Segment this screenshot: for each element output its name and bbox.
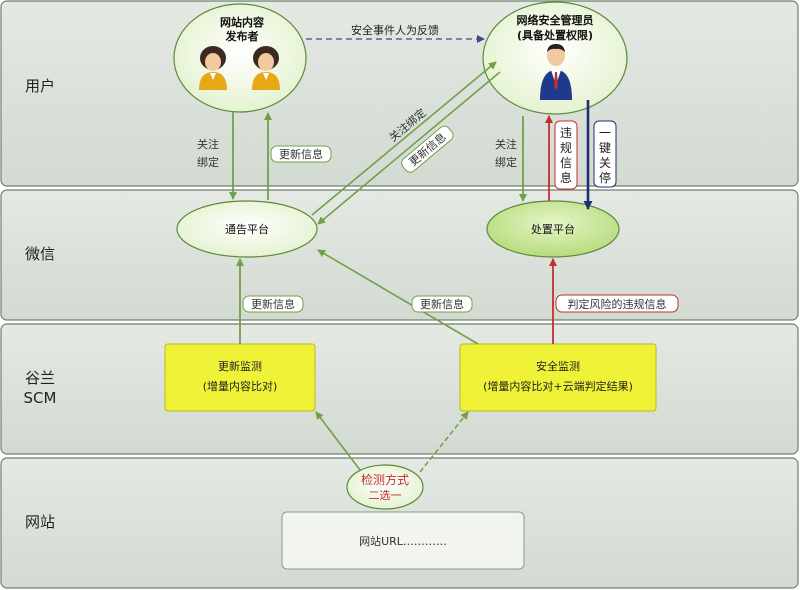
- edge-label-violation-3: 信: [560, 156, 572, 170]
- lane-label-user: 用户: [25, 77, 55, 95]
- admin-label-1: 网络安全管理员: [517, 13, 594, 27]
- edge-label-shutdown-1: 一: [599, 126, 611, 140]
- edge-label-box-risk: [555, 294, 679, 313]
- security-monitor-node[interactable]: 安全监测 (增量内容比对+云端判定结果): [459, 343, 657, 412]
- lane-label-scm-1: 谷兰: [25, 369, 55, 387]
- publisher-label-2: 发布者: [225, 29, 259, 43]
- update-monitor-node[interactable]: 更新监测 (增量内容比对): [164, 343, 316, 412]
- website-url-label: 网站URL…………: [359, 534, 447, 548]
- edge-label-follow-bind-left-2: 绑定: [197, 155, 219, 169]
- edge-label-shutdown-4: 停: [599, 170, 611, 185]
- handle-platform-node[interactable]: 处置平台: [486, 200, 620, 258]
- lane-label-website: 网站: [25, 513, 55, 531]
- edge-label-violation-2: 规: [560, 140, 572, 155]
- edge-label-update-info-mid1: 更新信息: [251, 297, 295, 311]
- admin-label-2: (具备处置权限): [517, 28, 593, 42]
- detect-method-label-1: 检测方式: [361, 472, 409, 487]
- edge-label-box: [242, 295, 304, 313]
- edge-label-update-info-mid2: 更新信息: [420, 297, 464, 311]
- publisher-person-icon: [252, 46, 280, 90]
- edge-label-follow-bind-right-1: 关注: [495, 137, 517, 151]
- admin-node[interactable]: 网络安全管理员 (具备处置权限): [482, 1, 628, 115]
- publisher-person-icon: [199, 46, 227, 90]
- admin-person-icon: [540, 44, 572, 100]
- edge-detect-to-security-monitor: [419, 411, 469, 473]
- edge-detect-to-update-monitor: [315, 411, 361, 471]
- edge-follow-bind-diag: [311, 61, 497, 216]
- lane-scm: [0, 323, 799, 455]
- edge-label-risk-info: 判定风险的违规信息: [568, 297, 667, 311]
- lane-label-wechat: 微信: [25, 245, 55, 263]
- update-monitor-label-1: 更新监测: [218, 359, 262, 373]
- edge-label-shutdown-2: 键: [599, 141, 611, 155]
- publisher-label-1: 网站内容: [220, 15, 264, 29]
- handle-platform-label: 处置平台: [531, 222, 575, 236]
- edge-security-monitor-to-notify: [317, 249, 479, 345]
- edge-label-shutdown-3: 关: [599, 156, 611, 170]
- security-monitor-label-2: (增量内容比对+云端判定结果): [483, 379, 633, 393]
- edge-label-update-info-left: 更新信息: [279, 147, 323, 161]
- detect-method-label-2: 二选一: [369, 489, 402, 502]
- edge-label-box-violation: [554, 120, 578, 190]
- notify-platform-label: 通告平台: [225, 222, 269, 236]
- edge-label-box: [401, 125, 454, 173]
- publisher-node[interactable]: 网站内容 发布者: [173, 3, 307, 113]
- security-monitor-label-1: 安全监测: [536, 359, 580, 373]
- notify-platform-node[interactable]: 通告平台: [176, 200, 318, 258]
- edge-label-follow-bind-left-1: 关注: [197, 137, 219, 151]
- edge-label-box: [270, 145, 332, 163]
- detect-method-node[interactable]: 检测方式 二选一: [346, 464, 424, 510]
- lane-label-scm-2: SCM: [24, 389, 57, 407]
- edge-label-box-shutdown: [593, 120, 617, 188]
- edge-label-violation-1: 违: [560, 126, 572, 140]
- edge-update-info-diag: [317, 71, 501, 225]
- edge-label-follow-bind-right-2: 绑定: [495, 155, 517, 169]
- update-monitor-label-2: (增量内容比对): [203, 379, 278, 393]
- edge-label-violation-4: 息: [560, 170, 572, 185]
- edge-label-feedback: 安全事件人为反馈: [351, 23, 439, 37]
- edge-label-box: [411, 295, 473, 313]
- website-url-node[interactable]: 网站URL…………: [281, 511, 525, 570]
